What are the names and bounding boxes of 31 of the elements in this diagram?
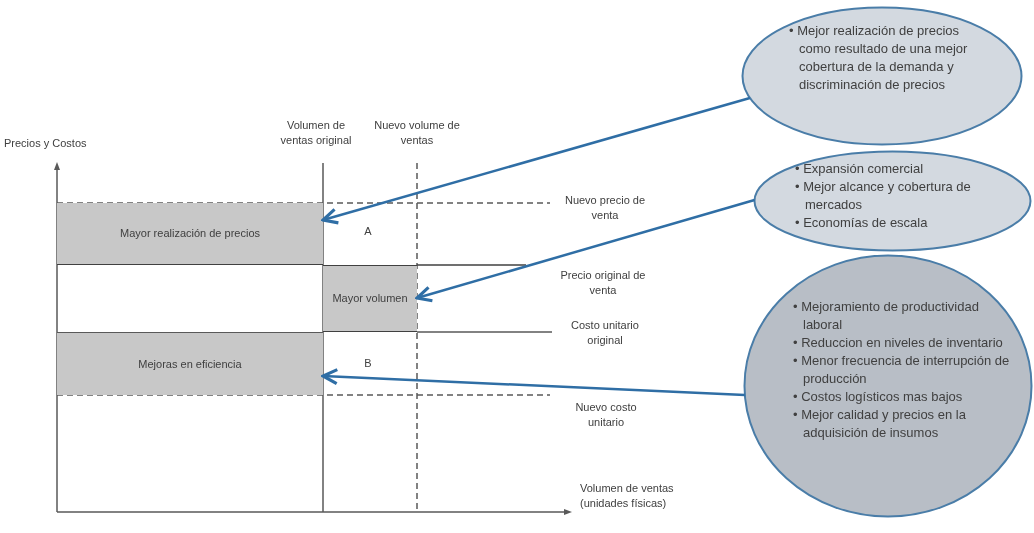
shaded-area [323, 265, 417, 332]
shaded-area [57, 332, 323, 395]
shaded-area [57, 203, 323, 265]
axis-label: Nuevo costo unitario [574, 400, 638, 430]
bullet-text: • Mejor realización de precios como resultado de una mejor cobertura de la demanda y discriminación de precios [789, 22, 969, 94]
bullet-text: • Mejor alcance y cobertura de mercados [795, 178, 972, 214]
area-label: Mejoras en eficiencia [138, 356, 242, 372]
callout-ellipse [753, 150, 1032, 252]
axis-label: Volumen de ventas original [279, 118, 353, 148]
axis-label: Costo unitario original [570, 318, 640, 348]
bullet-text: • Menor frecuencia de interrupción de producción [793, 352, 1011, 388]
axis-label: B [363, 356, 373, 371]
area-label: Mayor volumen [332, 291, 408, 306]
area-label: Mayor realización de precios [120, 226, 260, 241]
bullet-text: • Costos logísticos mas bajos [793, 388, 964, 406]
axis-label: A [363, 224, 373, 239]
axis-label: Nuevo precio de venta [563, 193, 647, 223]
callout-ellipse [743, 254, 1033, 518]
arrow [321, 96, 751, 225]
arrow [415, 198, 755, 303]
axis-label: Volumen de ventas (unidades físicas) [580, 481, 675, 511]
axis-label: Precio original de venta [559, 268, 647, 298]
bullet-text: • Economías de escala [795, 214, 929, 232]
bullet-text: • Reduccion en niveles de inventario [793, 334, 1004, 352]
bullet-text: • Mejoramiento de productividad laboral [793, 298, 980, 334]
axis-label: Precios y Costos [4, 136, 88, 151]
callout-ellipse [741, 6, 1023, 146]
axis-label: Nuevo volume de ventas [374, 118, 460, 148]
arrow [321, 368, 745, 397]
bullet-text: • Expansión comercial [795, 160, 925, 178]
bullet-text: • Mejor calidad y precios en la adquisición de insumos [793, 406, 967, 442]
